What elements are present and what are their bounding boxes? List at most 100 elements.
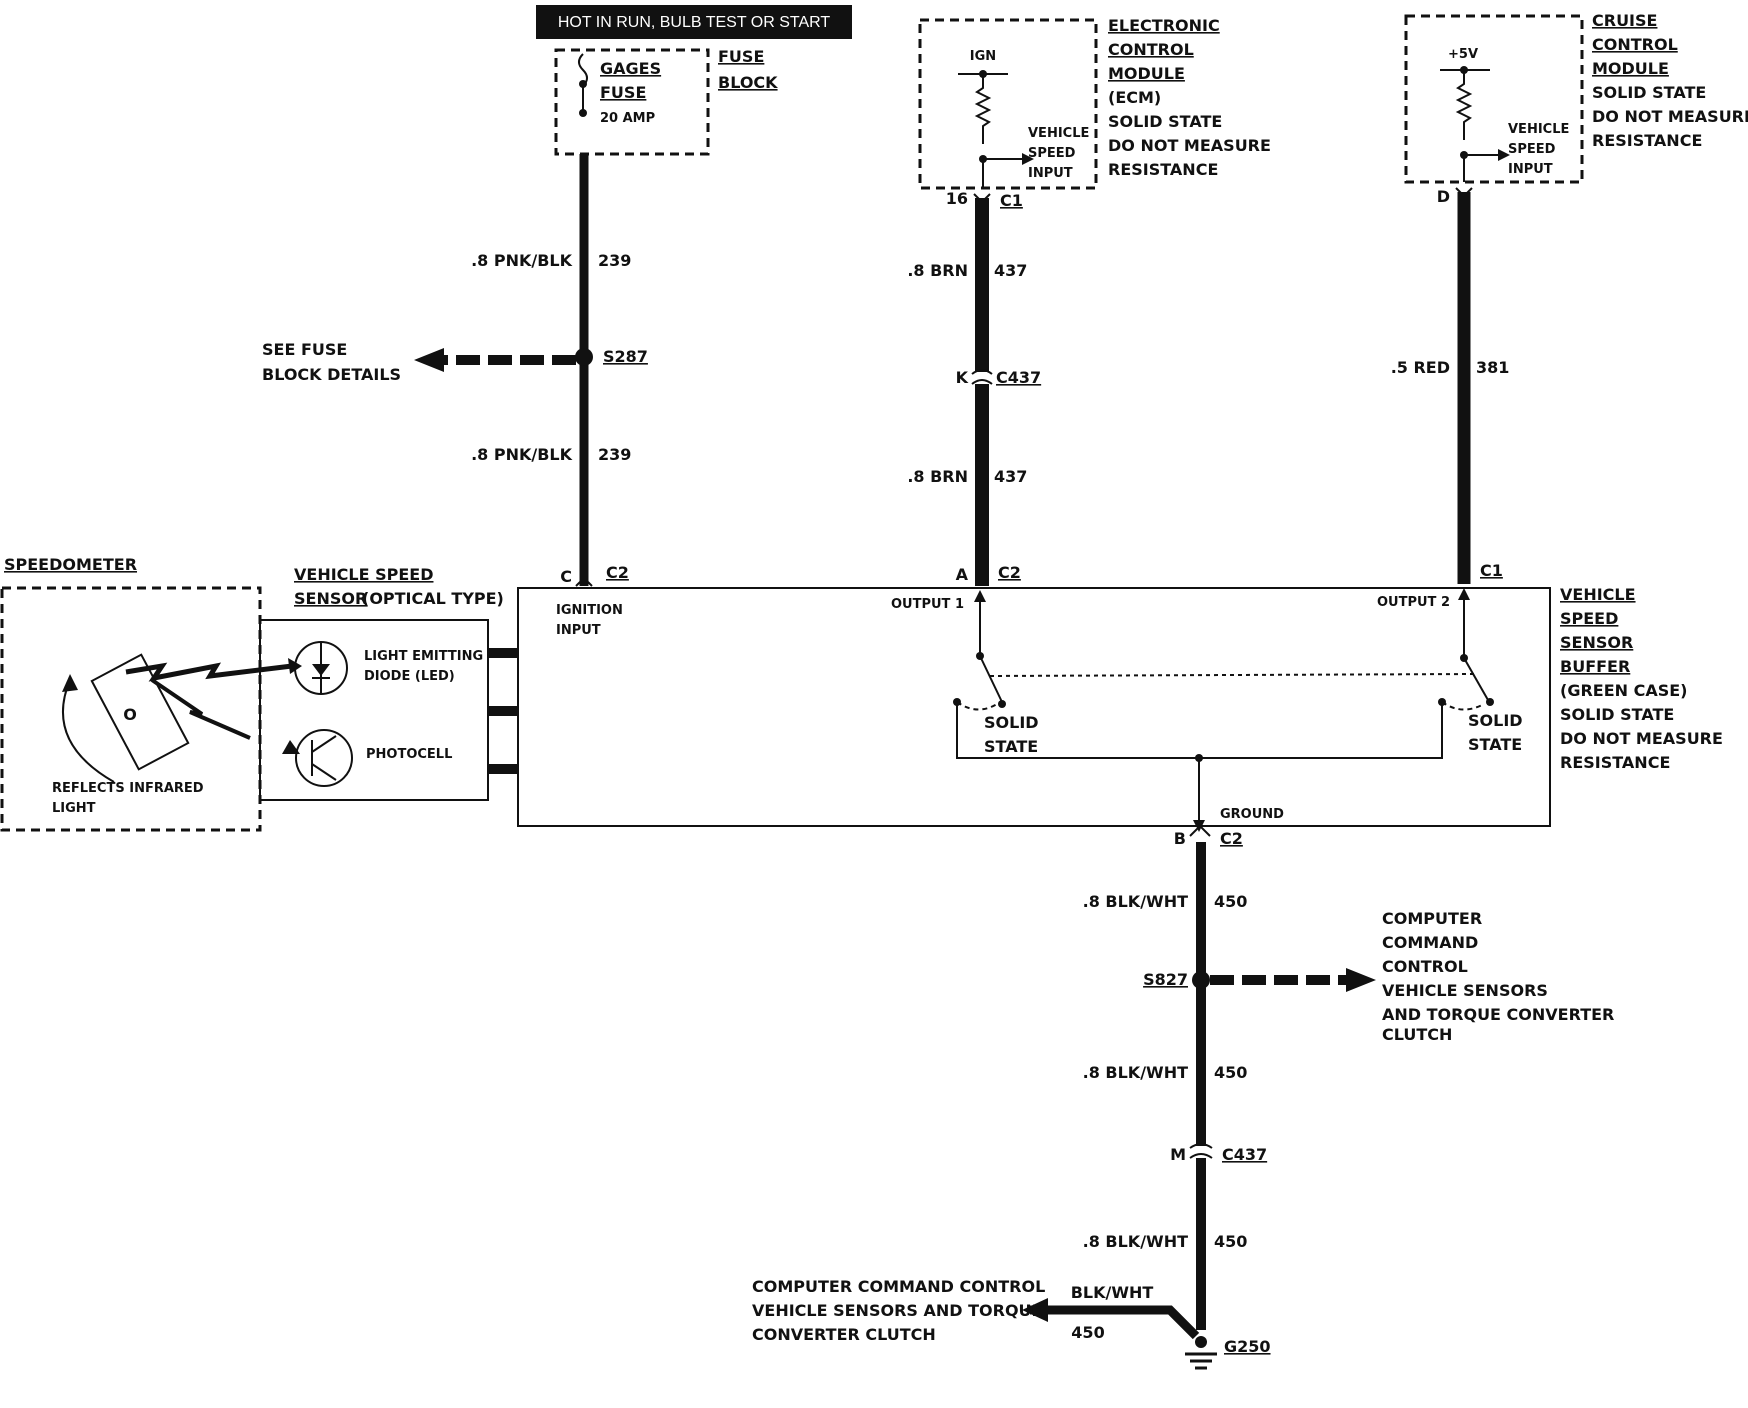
fuse-name-2: FUSE xyxy=(600,83,646,102)
ccm-in-1: VEHICLE xyxy=(1508,122,1569,137)
ecm-conn: C1 xyxy=(1000,191,1023,210)
switch1-pivot xyxy=(998,700,1006,708)
photocell-symbol xyxy=(295,729,353,787)
ss1-b: STATE xyxy=(984,737,1038,756)
sensor-pin-2 xyxy=(488,706,518,716)
ccm-title-6: RESISTANCE xyxy=(1592,131,1702,150)
photocell-collector xyxy=(311,735,337,753)
ccm-in-2: SPEED xyxy=(1508,142,1556,157)
switch-gang-link xyxy=(989,673,1475,677)
c437-pin-m: M xyxy=(1170,1145,1186,1164)
ccc-right-4: VEHICLE SENSORS xyxy=(1382,981,1548,1000)
out1-arrow xyxy=(974,590,986,602)
c2-ignition-terminal xyxy=(575,576,593,587)
splice-s287 xyxy=(575,348,593,366)
beam-photo-arrow xyxy=(282,740,300,754)
c437b-top xyxy=(1189,1143,1213,1149)
ccm-in-3: INPUT xyxy=(1508,162,1553,177)
buffer-title-3: SENSOR xyxy=(1560,633,1633,652)
buffer-title-5: (GREEN CASE) xyxy=(1560,681,1687,700)
fuse-block-label-2: BLOCK xyxy=(718,73,778,92)
led-label-2: DIODE (LED) xyxy=(364,669,455,684)
photocell-label: PHOTOCELL xyxy=(366,747,452,762)
wire-450d-arrow xyxy=(1022,1298,1048,1322)
wire-450c-number: 450 xyxy=(1214,1232,1247,1251)
c2-pin-b: B xyxy=(1174,829,1186,848)
wire-450a-number: 450 xyxy=(1214,892,1247,911)
wire-450d-number: 450 xyxy=(1071,1323,1104,1342)
led-triangle xyxy=(312,664,330,676)
ecm-title-1: ELECTRONIC xyxy=(1108,16,1220,35)
ss2-b: STATE xyxy=(1468,735,1522,754)
photocell-emitter xyxy=(311,763,337,781)
ccc-right-3: CONTROL xyxy=(1382,957,1468,976)
buffer-title-4: BUFFER xyxy=(1560,657,1630,676)
c2-ignition-label: C2 xyxy=(606,563,629,582)
ecm-title-2: CONTROL xyxy=(1108,40,1194,59)
ecm-title-6: DO NOT MEASURE xyxy=(1108,136,1271,155)
ccm-title-3: MODULE xyxy=(1592,59,1669,78)
s287-arrow xyxy=(414,348,444,372)
wire-239a-number: 239 xyxy=(598,251,631,270)
ecm-title-3: MODULE xyxy=(1108,64,1185,83)
ccc-right-5: AND TORQUE CONVERTER xyxy=(1382,1005,1614,1024)
ccm-input-arrow xyxy=(1498,149,1510,161)
splice-s827 xyxy=(1192,971,1210,989)
wire-437b-number: 437 xyxy=(994,467,1027,486)
ccm-resistor xyxy=(1455,70,1473,140)
c2-output1-label: C2 xyxy=(998,563,1021,582)
switch1-blade xyxy=(979,655,1003,703)
fuse-block-box xyxy=(554,48,710,156)
ccc-bottom-3: CONVERTER CLUTCH xyxy=(752,1325,936,1344)
ecm-in-1: VEHICLE xyxy=(1028,126,1089,141)
wire-450c-color: .8 BLK/WHT xyxy=(1083,1232,1188,1251)
fuse-dot-top xyxy=(579,80,587,88)
wire-239b-number: 239 xyxy=(598,445,631,464)
fuse-ref-1: SEE FUSE xyxy=(262,340,347,359)
fuse-name-1: GAGES xyxy=(600,59,661,78)
c437-label: C437 xyxy=(996,368,1041,387)
buffer-title-6: SOLID STATE xyxy=(1560,705,1674,724)
ccc-bottom-1: COMPUTER COMMAND CONTROL xyxy=(752,1277,1045,1296)
reflect-label-2: LIGHT xyxy=(52,801,96,816)
ccm-title-2: CONTROL xyxy=(1592,35,1678,54)
c2-pin-a: A xyxy=(956,565,969,584)
hot-label-box xyxy=(536,5,852,39)
buffer-ground: GROUND xyxy=(1220,807,1284,822)
ccc-bottom-2: VEHICLE SENSORS AND TORQUE xyxy=(752,1301,1042,1320)
sensor-pin-1 xyxy=(488,648,518,658)
ccm-5v: +5V xyxy=(1448,47,1478,62)
sensor-title-1: VEHICLE SPEED xyxy=(294,565,433,584)
speedometer-rotor xyxy=(90,653,190,771)
wire-239b-color: .8 PNK/BLK xyxy=(471,445,573,464)
switch1-link xyxy=(956,701,998,711)
ccc-right-6: CLUTCH xyxy=(1382,1025,1452,1044)
ccc-right-2: COMMAND xyxy=(1382,933,1478,952)
c2-ground-terminal xyxy=(1189,824,1211,837)
rotor-label: O xyxy=(123,705,137,724)
rotation-arc xyxy=(62,679,115,783)
c437b-label: C437 xyxy=(1222,1145,1267,1164)
buffer-out-1: OUTPUT 1 xyxy=(891,597,964,612)
wire-381-color: .5 RED xyxy=(1391,358,1450,377)
c437-pin-k: K xyxy=(956,368,969,387)
hot-label: HOT IN RUN, BULB TEST OR START xyxy=(558,14,831,31)
wire-450d xyxy=(1030,1305,1200,1340)
buffer-title-1: VEHICLE xyxy=(1560,585,1636,604)
beam-led xyxy=(125,662,293,682)
speedometer-title: SPEEDOMETER xyxy=(4,555,137,574)
ccm-title-4: SOLID STATE xyxy=(1592,83,1706,102)
wire-381-number: 381 xyxy=(1476,358,1509,377)
ecm-input-arrow xyxy=(1022,153,1034,165)
ecm-in-3: INPUT xyxy=(1028,166,1073,181)
ccm-box xyxy=(1404,14,1584,184)
ecm-title-4: (ECM) xyxy=(1108,88,1161,107)
switch2-link xyxy=(1441,701,1485,711)
buffer-out-2: OUTPUT 2 xyxy=(1377,595,1450,610)
ecm-resistor xyxy=(974,74,992,144)
out2-arrow xyxy=(1458,588,1470,600)
sensor-pin-3 xyxy=(488,764,518,774)
wire-437a-number: 437 xyxy=(994,261,1027,280)
led-label-1: LIGHT EMITTING xyxy=(364,649,483,664)
ccm-title-1: CRUISE xyxy=(1592,11,1657,30)
